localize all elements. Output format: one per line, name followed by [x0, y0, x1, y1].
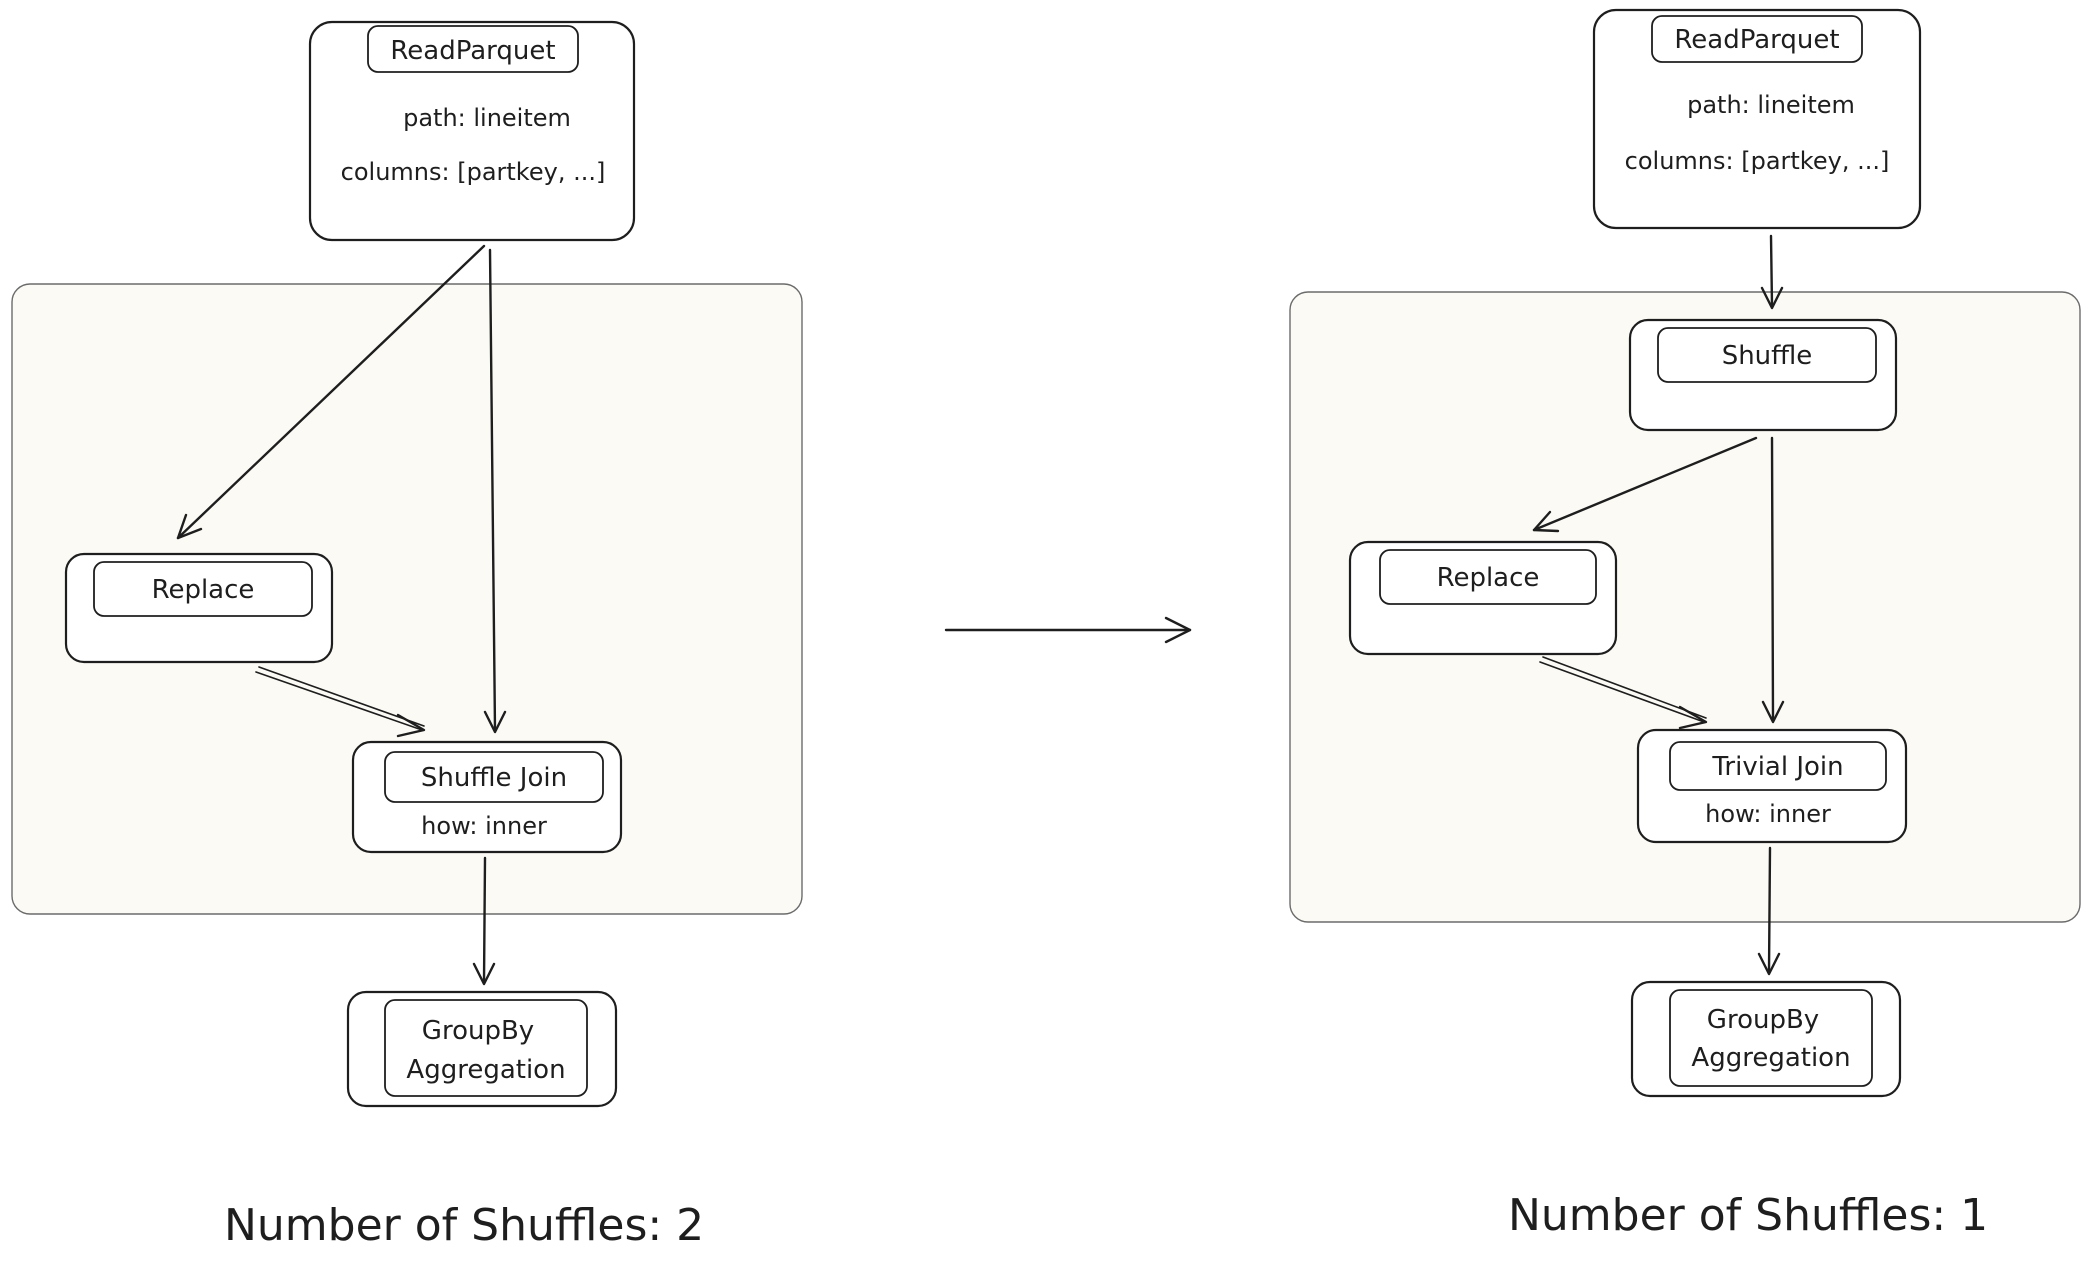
right-groupby-line2: Aggregation: [1691, 1043, 1850, 1073]
left-readparquet-path: path: lineitem: [403, 104, 571, 132]
left-replace-node: Replace: [64, 552, 334, 664]
left-shufflejoin-how: how: inner: [421, 812, 547, 840]
left-groupby-line1: GroupBy: [422, 1016, 534, 1046]
left-plan: ReadParquet path: lineitem columns: [par…: [11, 20, 803, 1251]
left-edge-join-to-groupby: [472, 856, 496, 986]
left-groupby-line2: Aggregation: [406, 1055, 565, 1085]
left-shufflejoin-title: Shuffle Join: [421, 763, 567, 793]
right-edge-read-to-shuffle: [1760, 234, 1784, 310]
transition-arrow: [944, 616, 1192, 644]
left-shufflejoin-node: Shuffle Join how: inner: [351, 740, 623, 854]
left-readparquet-node: ReadParquet path: lineitem columns: [par…: [308, 20, 636, 242]
left-shuffle-count: Number of Shuffles: 2: [224, 1200, 704, 1251]
left-edge-read-to-replace: [176, 244, 486, 540]
left-readparquet-title: ReadParquet: [390, 36, 555, 66]
left-groupby-node: GroupBy Aggregation: [346, 990, 618, 1108]
right-plan: ReadParquet path: lineitem columns: [par…: [1289, 8, 2081, 1241]
right-readparquet-columns: columns: [partkey, ...]: [1625, 147, 1890, 175]
right-trivialjoin-node: Trivial Join how: inner: [1636, 728, 1908, 844]
left-edge-read-to-join: [483, 248, 507, 734]
right-trivialjoin-title: Trivial Join: [1711, 752, 1843, 782]
right-edge-join-to-groupby: [1757, 846, 1781, 976]
right-replace-title: Replace: [1437, 563, 1540, 593]
right-shuffle-count: Number of Shuffles: 1: [1508, 1190, 1988, 1241]
left-replace-title: Replace: [152, 575, 255, 605]
right-groupby-line1: GroupBy: [1707, 1005, 1819, 1035]
left-readparquet-columns: columns: [partkey, ...]: [341, 158, 606, 186]
right-groupby-node: GroupBy Aggregation: [1630, 980, 1902, 1098]
right-edge-replace-to-join: [1539, 656, 1708, 730]
right-readparquet-node: ReadParquet path: lineitem columns: [par…: [1592, 8, 1922, 230]
right-trivialjoin-how: how: inner: [1705, 800, 1831, 828]
right-readparquet-path: path: lineitem: [1687, 91, 1855, 119]
right-edge-shuffle-to-replace: [1532, 436, 1758, 533]
right-shuffle-title: Shuffle: [1722, 341, 1813, 371]
right-edge-shuffle-to-join: [1761, 436, 1785, 724]
left-edge-replace-to-join: [255, 666, 426, 738]
right-shuffle-node: Shuffle: [1628, 318, 1898, 432]
right-readparquet-title: ReadParquet: [1674, 25, 1839, 55]
right-replace-node: Replace: [1348, 540, 1618, 656]
